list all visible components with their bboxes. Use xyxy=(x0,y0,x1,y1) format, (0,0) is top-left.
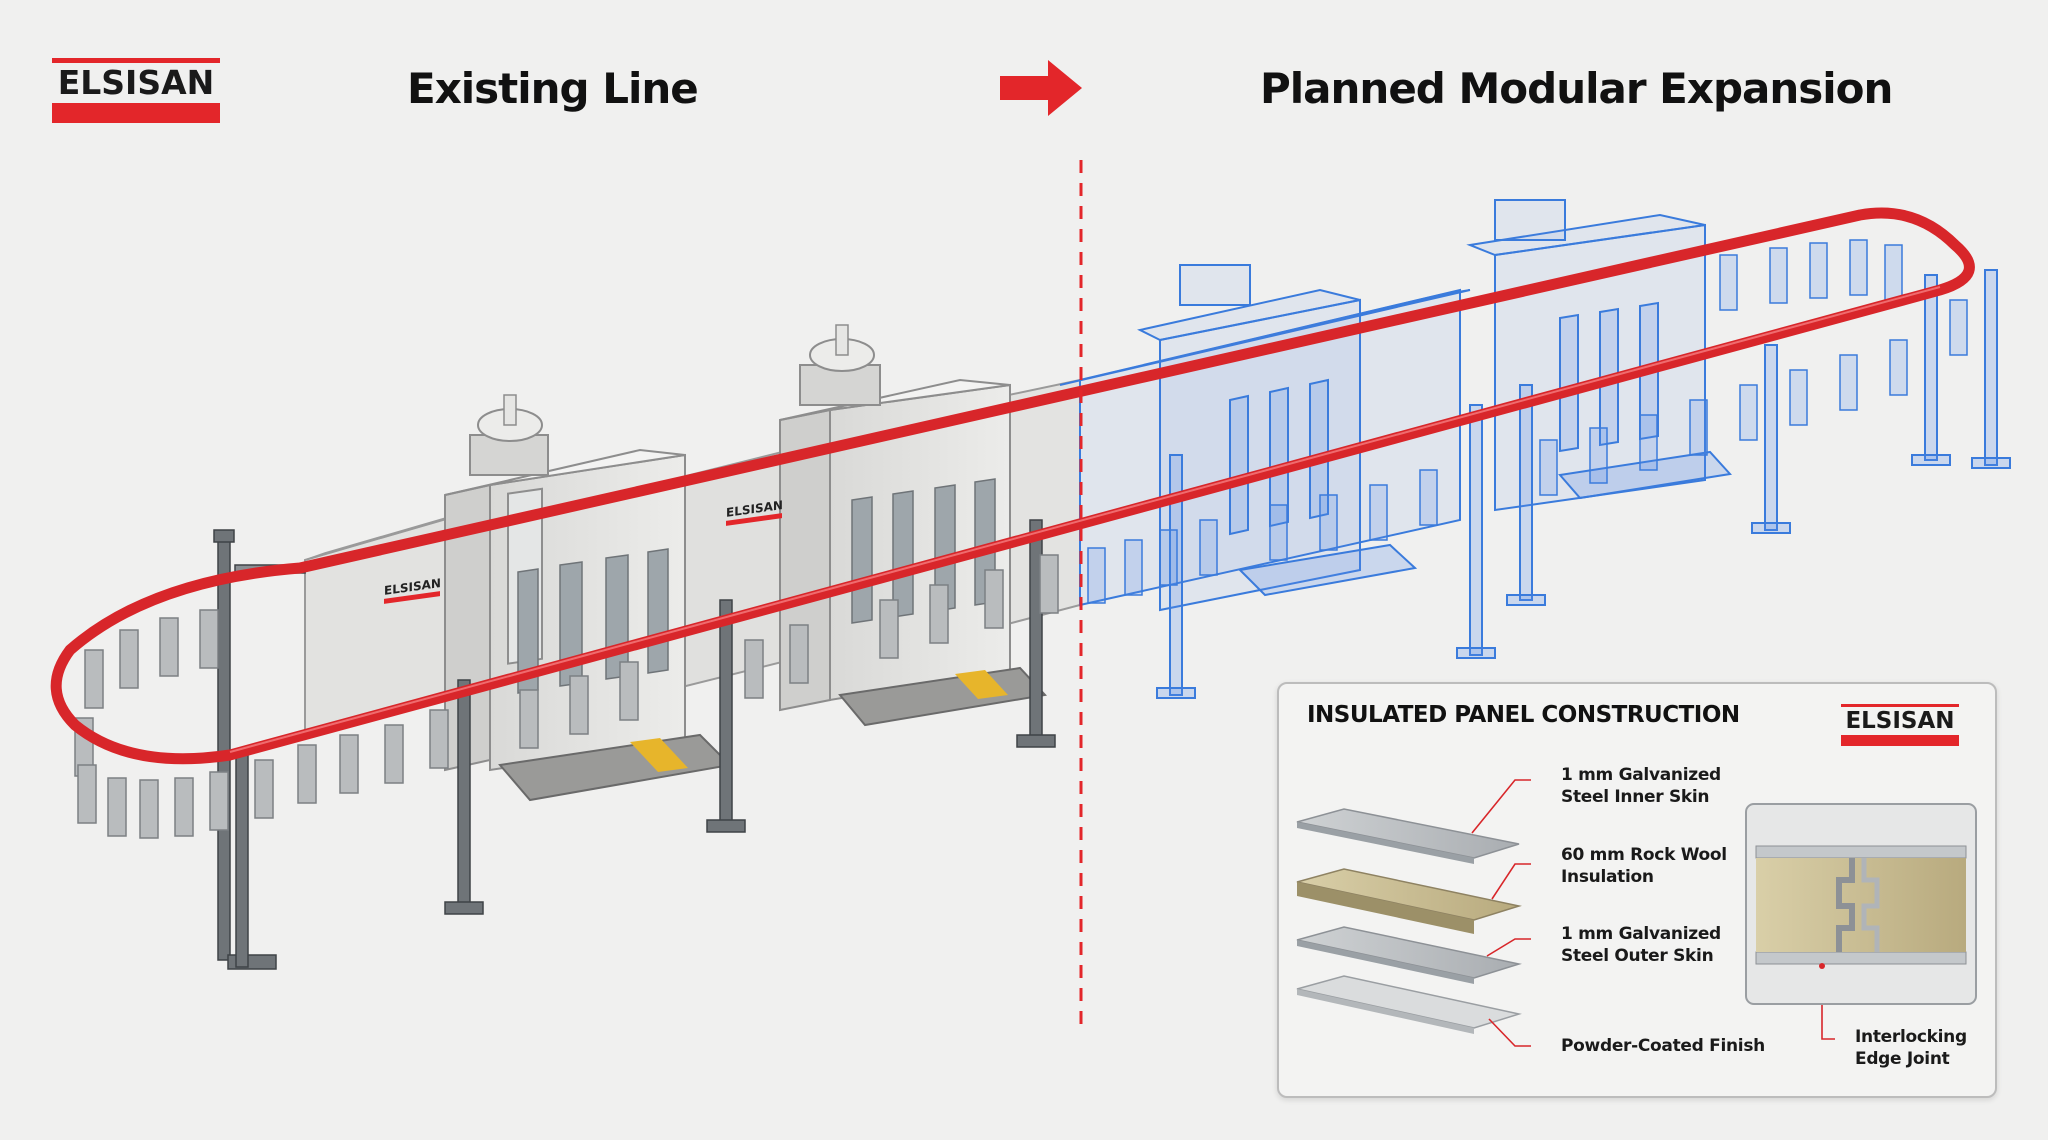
layer-outer-skin xyxy=(1296,926,1522,979)
planned-tunnel-top xyxy=(1059,289,1471,386)
inset-brand-logo-text: ELSISAN xyxy=(1845,708,1955,734)
insulated-panel-inset: INSULATED PANEL CONSTRUCTION ELSISAN xyxy=(1277,682,1997,1098)
existing-support-columns xyxy=(213,519,1056,970)
booth-1-yellow-step xyxy=(630,738,688,772)
planned-booth-2-fan xyxy=(1494,199,1566,241)
planned-support-columns xyxy=(1156,269,2011,699)
planned-booth-windows xyxy=(1229,301,1659,536)
joint-detail xyxy=(1745,803,1977,1005)
booth-1-fan-unit xyxy=(469,394,549,476)
planned-grate-1 xyxy=(1237,543,1418,597)
booth-2-yellow-step xyxy=(955,670,1008,699)
arrow-right-icon xyxy=(1000,60,1082,116)
inset-title: INSULATED PANEL CONSTRUCTION xyxy=(1307,702,1740,728)
panel-layers-diagram xyxy=(1296,779,1977,1047)
planned-booth-1-top xyxy=(1137,288,1361,342)
planned-booth-1-fan xyxy=(1179,264,1251,306)
conveyor-rail xyxy=(50,207,1975,765)
existing-hanging-parts xyxy=(74,554,1059,839)
callout-rock-wool: 60 mm Rock Wool Insulation xyxy=(1561,845,1727,887)
booth-2-fan-unit xyxy=(799,324,881,406)
layer-rock-wool xyxy=(1296,868,1522,921)
inset-brand-logo: ELSISAN xyxy=(1841,704,1959,746)
planned-booth-2-top xyxy=(1466,213,1706,257)
planned-expansion-heading: Planned Modular Expansion xyxy=(1260,64,1893,113)
planned-hanging-parts xyxy=(1087,239,1968,604)
callout-leaders xyxy=(1471,779,1835,1047)
callout-outer-skin: 1 mm Galvanized Steel Outer Skin xyxy=(1561,924,1721,966)
booth-1-top xyxy=(444,448,686,496)
planned-grate-2 xyxy=(1558,450,1732,500)
existing-line-heading: Existing Line xyxy=(407,64,699,113)
callout-edge-joint: Interlocking Edge Joint xyxy=(1855,1027,1967,1069)
existing-booth-group xyxy=(304,324,1081,802)
booth-2-top xyxy=(779,378,1011,421)
conveyor-rail-highlight xyxy=(229,286,1941,753)
callout-inner-skin: 1 mm Galvanized Steel Inner Skin xyxy=(1561,765,1721,807)
brand-logo-text: ELSISAN xyxy=(57,63,215,102)
brand-logo: ELSISAN xyxy=(52,58,220,123)
callout-powder-coat: Powder-Coated Finish xyxy=(1561,1036,1765,1056)
